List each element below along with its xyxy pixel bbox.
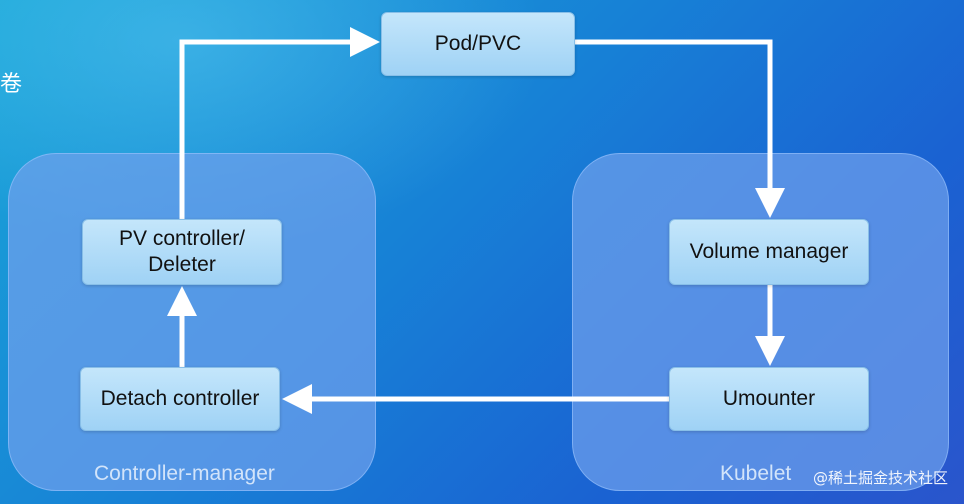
node-detach-controller: Detach controller xyxy=(80,367,280,431)
node-pv-controller-line2: Deleter xyxy=(148,253,216,276)
node-detach-controller-label: Detach controller xyxy=(100,387,260,410)
arrow-pod-to-volume xyxy=(575,39,785,218)
node-umounter-label: Umounter xyxy=(722,387,816,410)
controller-manager-label: Controller-manager xyxy=(94,462,275,485)
kubelet-label: Kubelet xyxy=(720,462,792,485)
node-pv-controller-line1: PV controller/ xyxy=(118,227,246,250)
node-pod-pvc: Pod/PVC xyxy=(381,12,575,76)
controller-manager-panel xyxy=(8,153,376,491)
node-pv-controller: PV controller/ Deleter xyxy=(82,219,282,285)
arrow-pv-to-pod xyxy=(179,27,380,219)
side-character: 卷 xyxy=(0,72,23,97)
node-umounter: Umounter xyxy=(669,367,869,431)
watermark: @稀土掘金技术社区 xyxy=(812,469,948,487)
node-volume-manager: Volume manager xyxy=(669,219,869,285)
node-pod-pvc-label: Pod/PVC xyxy=(434,32,522,55)
node-volume-manager-label: Volume manager xyxy=(689,240,849,263)
